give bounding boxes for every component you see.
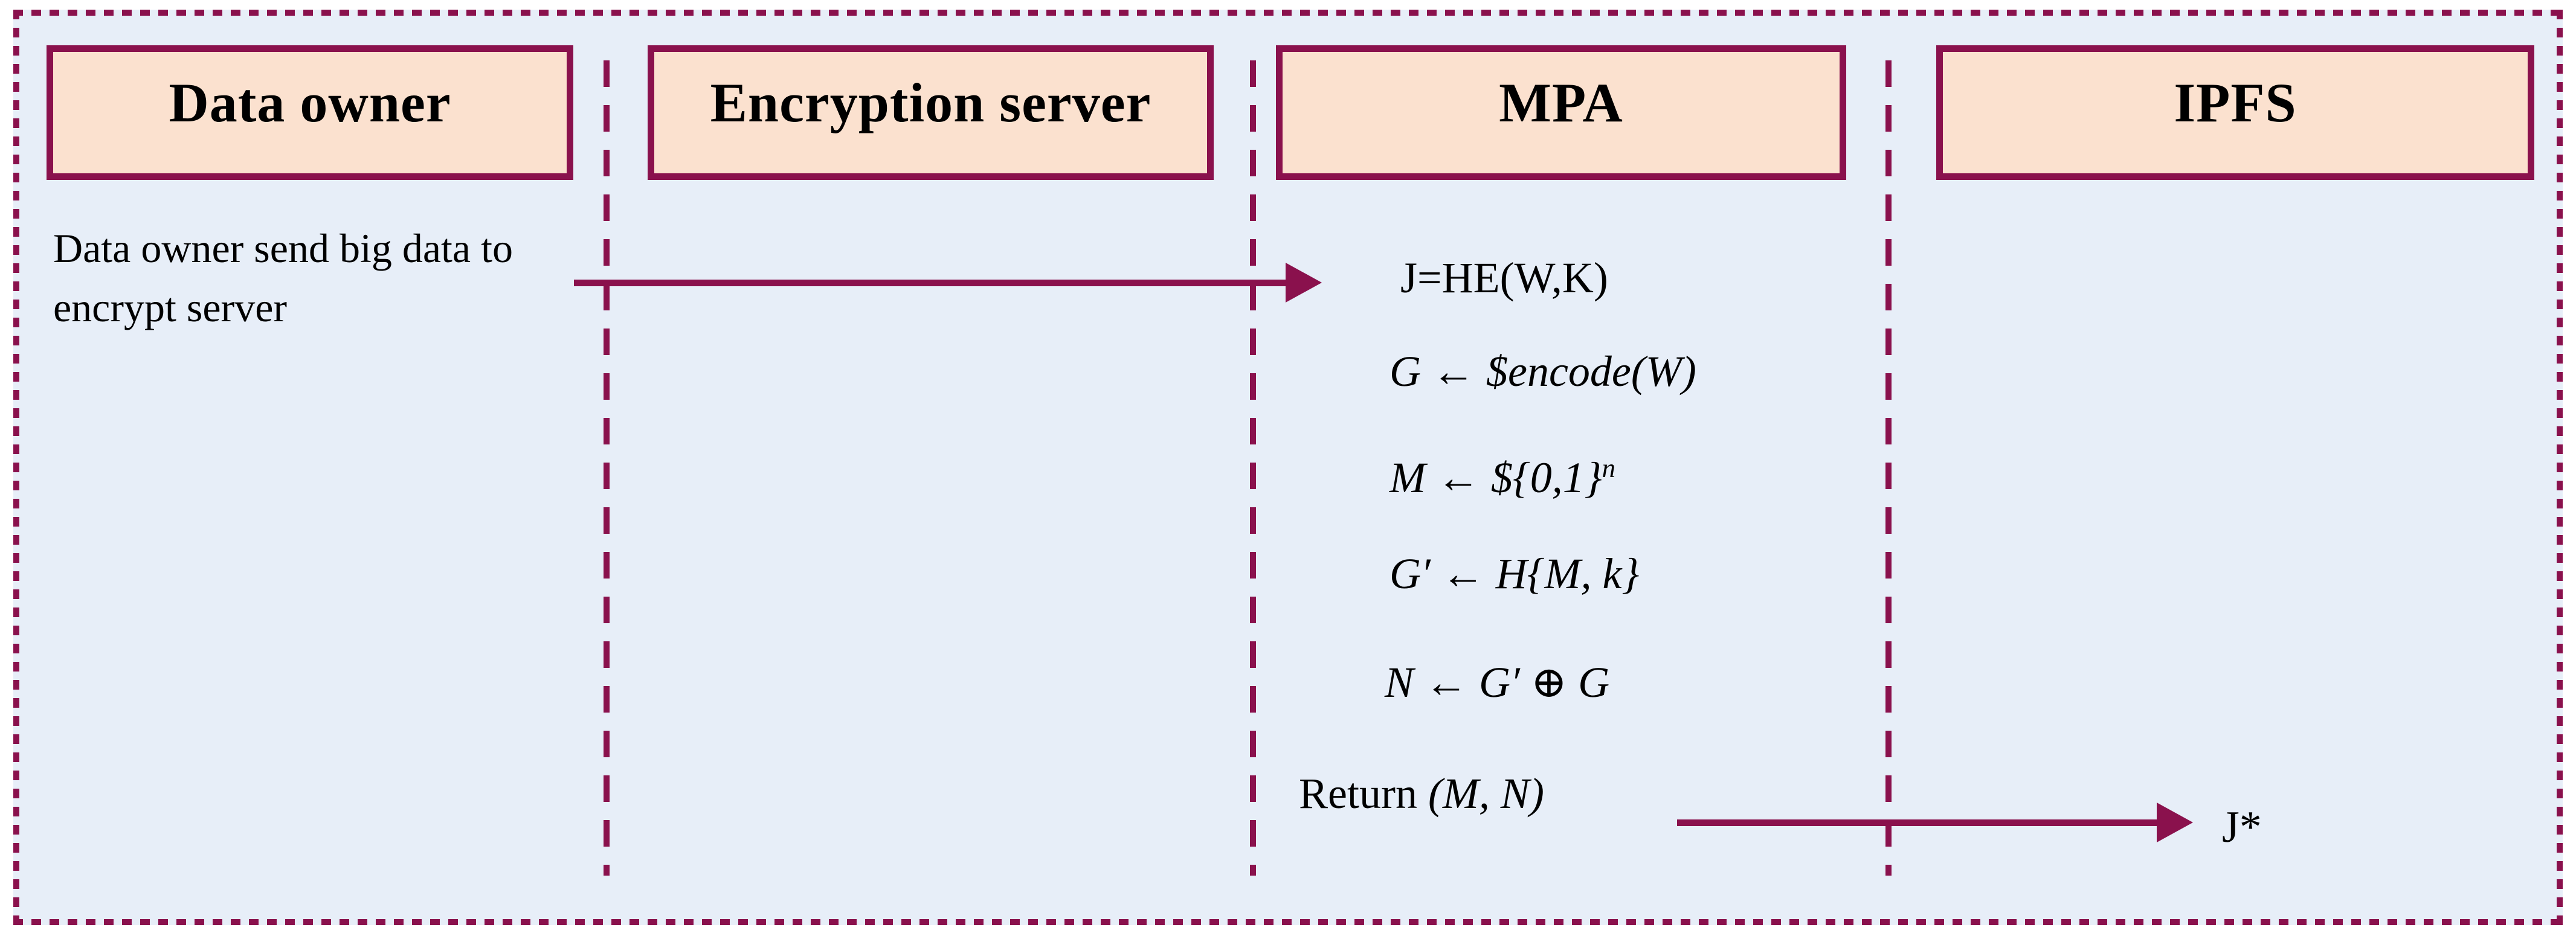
formula-step-3-exponent: n — [1602, 453, 1615, 483]
arrow-send-data-line — [574, 280, 1287, 286]
lane-label-mpa: MPA — [1499, 71, 1623, 133]
message-caption-line1: Data owner send big data to — [53, 225, 513, 271]
formula-step-2: G ← $encode(W) — [1389, 347, 1696, 396]
return-keyword: Return — [1299, 769, 1428, 818]
return-args: (M, N) — [1428, 769, 1544, 818]
lane-box-encryption-server: Encryption server — [648, 45, 1214, 180]
formula-step-3-base: M ← ${0,1} — [1389, 454, 1602, 502]
formula-step-3: M ← ${0,1}n — [1389, 438, 1615, 508]
lane-label-ipfs: IPFS — [2174, 71, 2297, 133]
lane-separator-1 — [604, 60, 610, 876]
arrow-send-data-head-icon — [1286, 263, 1322, 303]
formula-step-5: N ← G′ ⊕ G — [1385, 658, 1610, 707]
ipfs-result-label: J* — [2222, 803, 2262, 852]
lane-box-ipfs: IPFS — [1936, 45, 2534, 180]
message-caption: Data owner send big data to encrypt serv… — [53, 219, 597, 337]
lane-label-encryption-server: Encryption server — [710, 71, 1151, 133]
arrow-return-line — [1677, 819, 2158, 826]
formula-return-statement: Return (M, N) — [1299, 763, 1544, 824]
message-caption-line2: encrypt server — [53, 284, 288, 330]
arrow-return-head-icon — [2157, 803, 2193, 842]
formula-step-1: J=HE(W,K) — [1400, 254, 1608, 302]
lane-box-mpa: MPA — [1276, 45, 1846, 180]
lane-separator-3 — [1885, 60, 1892, 876]
formula-step-4: G′ ← H{M, k} — [1389, 550, 1640, 598]
lane-label-data-owner: Data owner — [169, 71, 451, 133]
lane-box-data-owner: Data owner — [47, 45, 573, 180]
lane-separator-2 — [1250, 60, 1256, 876]
